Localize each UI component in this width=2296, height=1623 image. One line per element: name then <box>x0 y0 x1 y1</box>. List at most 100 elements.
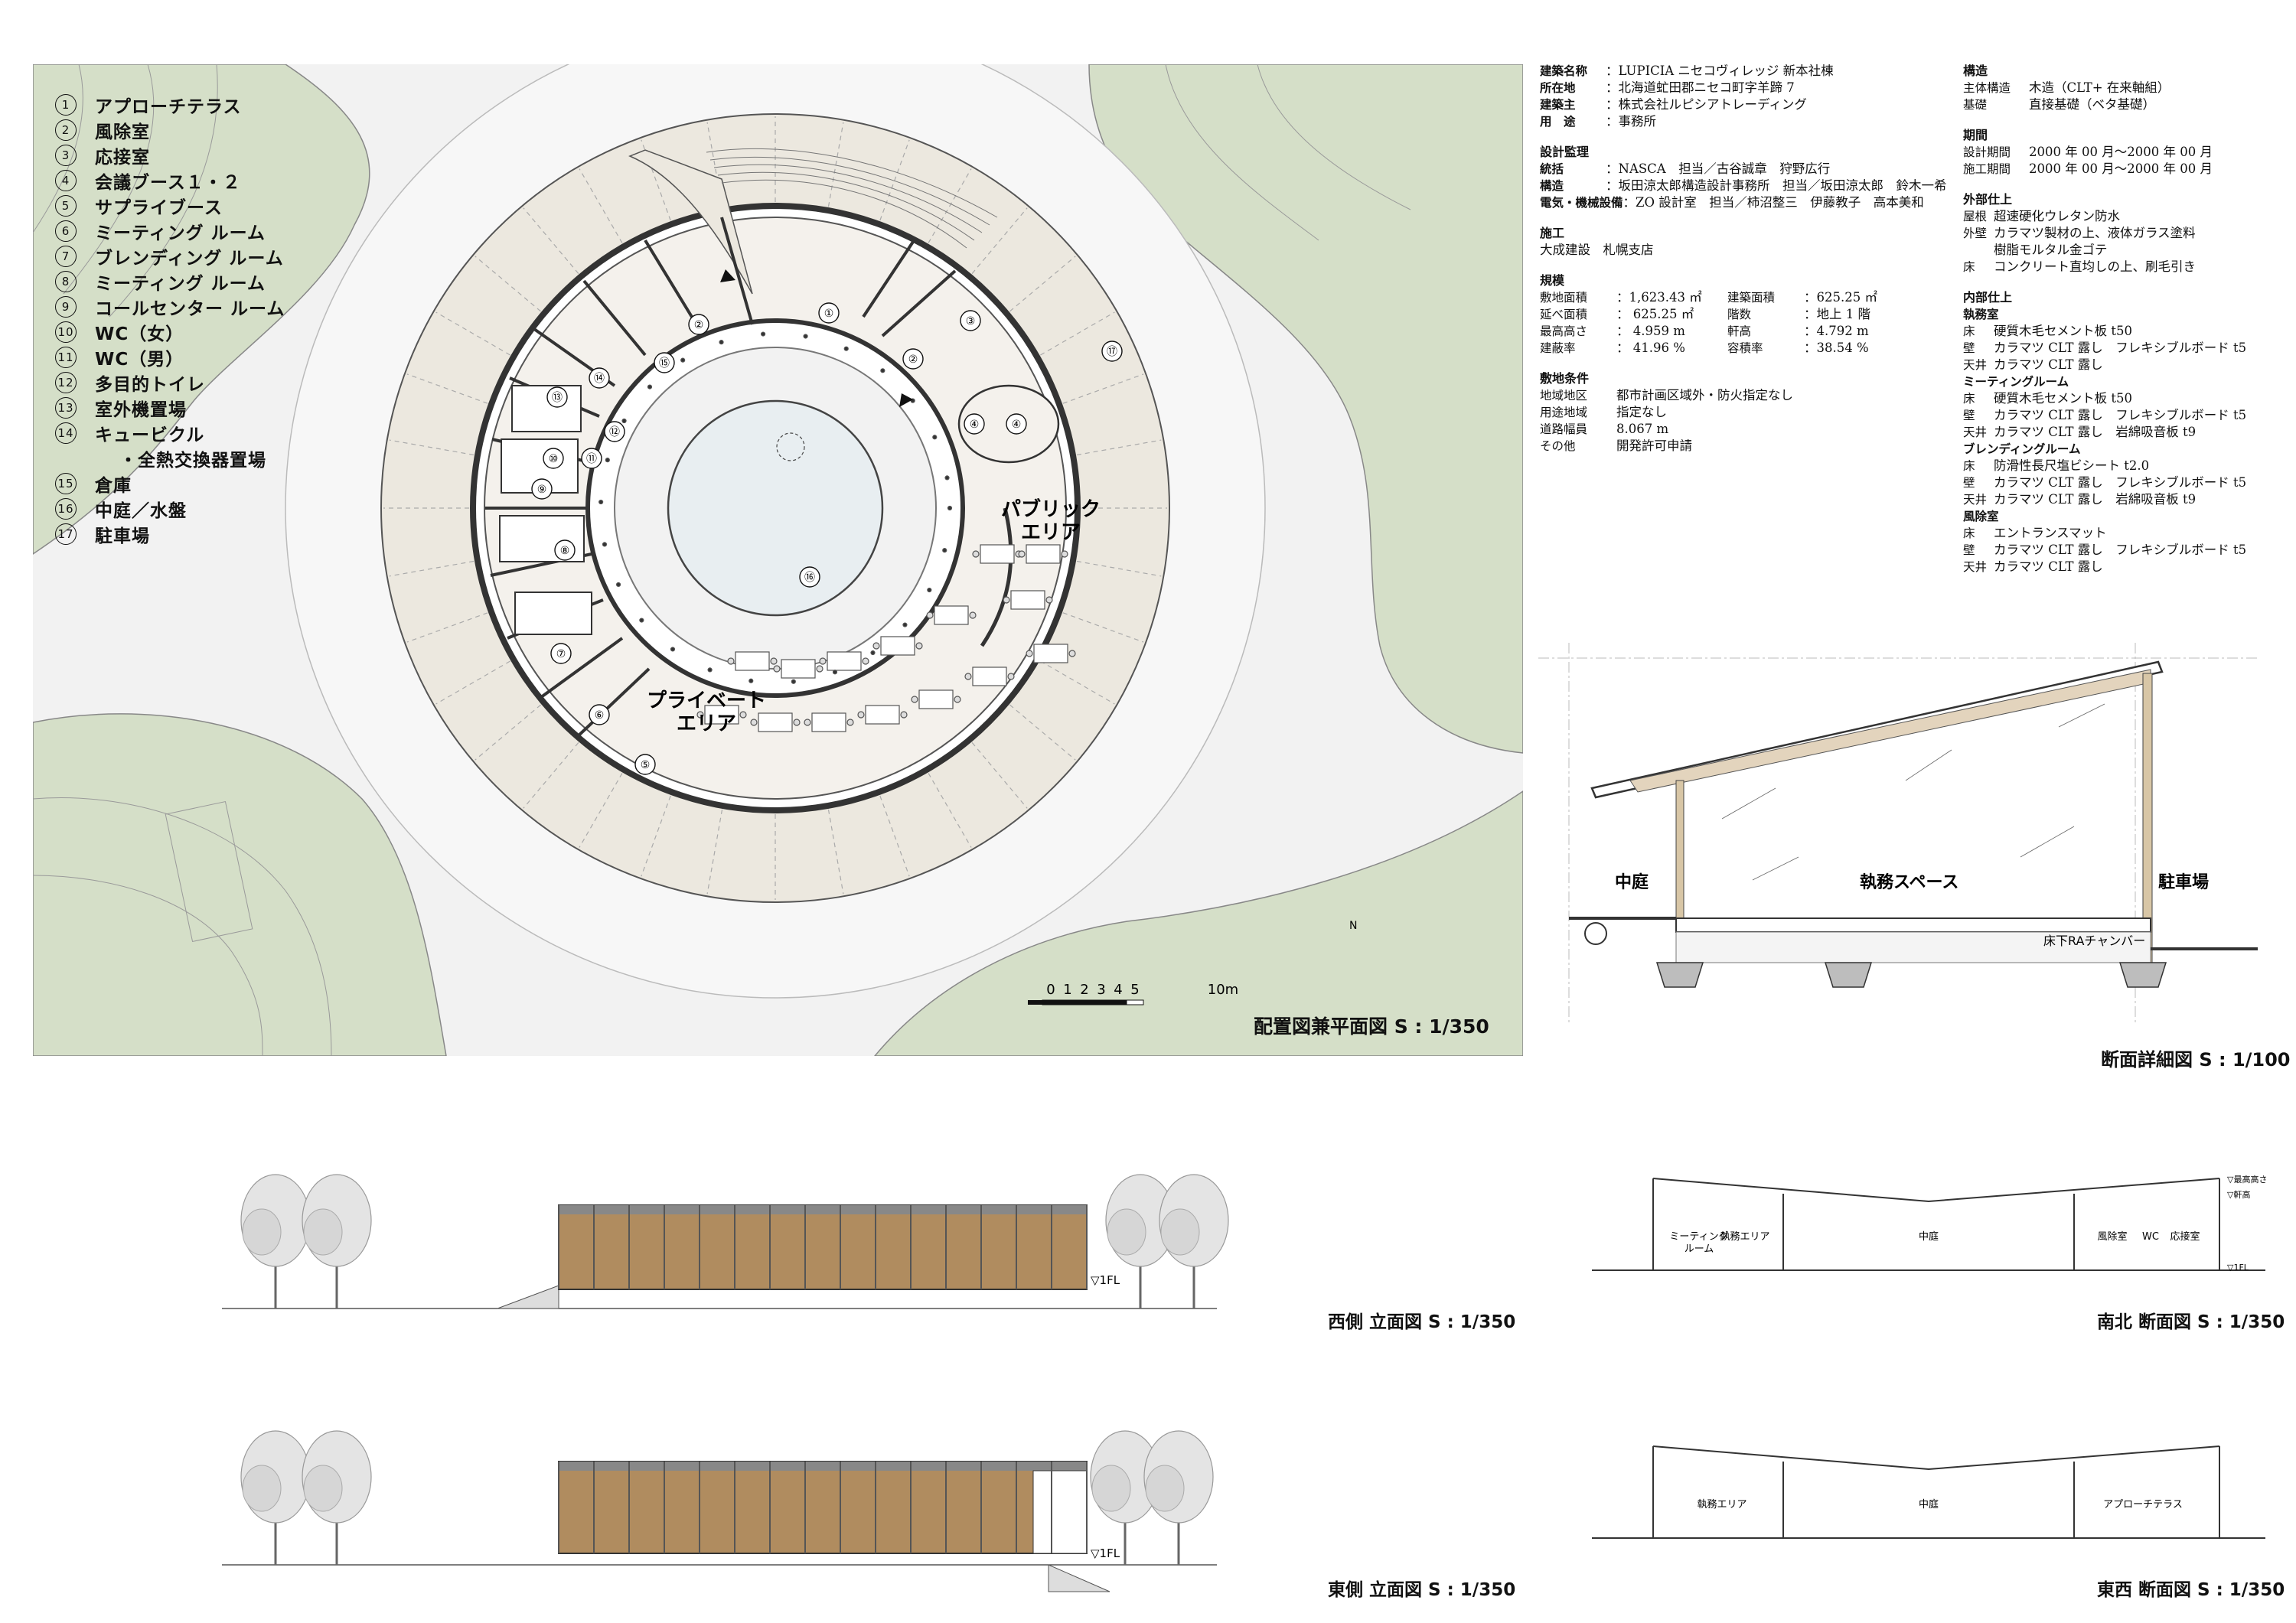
spec-key: 基礎 <box>1963 98 1988 112</box>
parking-stall-line <box>1076 439 1162 456</box>
west-elevation: ▽1FL 西側 立面図 S : 1/350 <box>191 1133 1515 1332</box>
spec-value: ：4.792 m <box>1804 324 1869 338</box>
parking-stall-line <box>406 612 488 643</box>
svg-text:⑫: ⑫ <box>609 426 620 438</box>
svg-text:④: ④ <box>1012 419 1022 431</box>
parking-stall-line <box>523 742 579 809</box>
fl-marker-east: ▽1FL <box>1091 1546 1120 1560</box>
spec-subheading: ブレンディングルーム <box>1963 442 2081 456</box>
spec-row: 天井カラマツ CLT 露し 岩綿吸音板 t9 <box>1963 491 2285 508</box>
spec-key: 壁 <box>1963 409 1975 422</box>
water-basin <box>667 399 884 617</box>
svg-text:②: ② <box>694 319 704 331</box>
svg-text:⑦: ⑦ <box>556 648 566 660</box>
courtyard-post <box>602 542 608 547</box>
spec-row: 構造：坂田涼太郎構造設計事務所 担当／坂田涼太郎 鈴木一希 <box>1540 178 1953 194</box>
room-number-mark: ⑬ <box>546 386 568 408</box>
roof-fascia <box>559 1205 1087 1214</box>
scale-row: 延べ面積： 625.25 ㎡ <box>1540 306 1727 323</box>
parking-stall-line <box>706 122 723 207</box>
spec-key: その他 <box>1540 439 1576 453</box>
spec-row: 統括：NASCA 担当／古谷誠章 狩野広行 <box>1540 161 1953 178</box>
svg-text:⑥: ⑥ <box>595 709 605 722</box>
scale-segment <box>1126 999 1144 1005</box>
legend-label: サプライブース <box>95 197 223 218</box>
room-number-mark: ⑥ <box>589 704 610 725</box>
design-title: 設計監理 <box>1540 145 1590 159</box>
spec-value: ：1,623.43 ㎡ <box>1616 290 1702 305</box>
parking-stall-line <box>389 560 475 577</box>
roof-line <box>1652 1178 2220 1203</box>
parking-stall-line <box>706 809 723 895</box>
parking-stall-line <box>435 660 510 705</box>
spec-value: ：LUPICIA ニセコヴィレッジ 新本社棟 <box>1606 64 1834 78</box>
chair <box>1003 596 1010 604</box>
scale-row: 建蔽率： 41.96 % <box>1540 340 1727 357</box>
parking-stall-line <box>406 373 488 404</box>
chair <box>1007 673 1015 680</box>
public-area-label: パブリックエリア <box>1001 497 1101 544</box>
spec-value: 木造（CLT+ 在来軸組） <box>2029 80 2170 95</box>
spec-row: 床硬質木毛セメント板 t50 <box>1963 390 2285 407</box>
legend-label: ブレンディング ルーム <box>95 248 284 269</box>
desk <box>735 651 770 671</box>
chair <box>816 665 823 673</box>
svg-text:④: ④ <box>970 419 980 431</box>
svg-text:⑩: ⑩ <box>549 453 559 465</box>
section-room-label: WC <box>2142 1231 2159 1243</box>
slope <box>497 1285 559 1309</box>
underfloor-chamber <box>1675 931 2151 963</box>
legend-number: 15 <box>55 472 77 494</box>
basin-fountain <box>776 432 805 461</box>
parking-stall-line <box>928 168 972 243</box>
project-data-column-1: 建築名称：LUPICIA ニセコヴィレッジ 新本社棟所在地：北海道虻田郡ニセコ町… <box>1540 63 1953 455</box>
spec-value: カラマツ CLT 露し フレキシブルボード t5 <box>1994 408 2247 422</box>
section-room-label: 中庭 <box>1919 1498 1939 1511</box>
ew-section-drawing: 執務エリア中庭アプローチテラス <box>1592 1445 2265 1539</box>
spec-key: 天井 <box>1963 425 1988 439</box>
legend-label: ミーティング ルーム <box>95 223 266 243</box>
spec-value: ： 625.25 ㎡ <box>1616 307 1694 321</box>
spec-row: 電気・機械設備：ZO 設計室 担当／柿沼整三 伊藤教子 高本美和 <box>1540 194 1953 211</box>
svg-text:①: ① <box>824 308 834 320</box>
courtyard-post <box>748 678 754 683</box>
floor-slab <box>1675 917 2151 933</box>
facade-east <box>558 1461 1088 1554</box>
scale-tick-label: 4 <box>1114 982 1122 998</box>
parking-stall-line <box>971 742 1028 809</box>
parking-stall-line <box>1062 612 1144 643</box>
spec-key: 統括 <box>1540 162 1564 176</box>
spec-value: カラマツ CLT 露し 岩綿吸音板 t9 <box>1994 492 2197 507</box>
spec-value: 開発許可申請 <box>1616 438 1692 453</box>
legend-label: ミーティング ルーム <box>95 273 266 294</box>
parking-stall-line <box>475 704 541 761</box>
spec-row: その他 開発許可申請 <box>1540 438 1953 455</box>
legend-number: 2 <box>55 119 77 141</box>
trees <box>240 1174 1229 1309</box>
spec-row: 壁カラマツ CLT 露し フレキシブルボード t5 <box>1963 340 2285 357</box>
legend-item: ・全熱交換器置場 <box>55 445 331 471</box>
spec-row: 壁 カラマツ CLT 露し フレキシブルボード t5 <box>1963 407 2285 424</box>
parking-stalls <box>383 116 1167 900</box>
drain-pipe <box>1584 922 1607 945</box>
spec-value: 硬質木毛セメント板 t50 <box>1994 324 2133 338</box>
desk <box>918 689 954 709</box>
spec-key: 天井 <box>1963 358 1988 372</box>
svg-text:⑧: ⑧ <box>560 545 570 557</box>
courtyard-post <box>944 475 950 481</box>
chair <box>739 711 747 719</box>
courtyard-post <box>791 679 796 684</box>
chair <box>773 665 781 673</box>
room-7 <box>514 592 592 635</box>
ew-section: 執務エリア中庭アプローチテラス 東西 断面図 S : 1/350 <box>1561 1416 2288 1600</box>
detail-section: 中庭 執務スペース 駐車場 床下RAチャンバー 断面詳細図 S : 1/100 <box>1523 627 2291 1071</box>
spec-row: 建築主：株式会社ルピシアトレーディング <box>1540 96 1953 113</box>
legend-label: 会議ブース１・２ <box>95 172 241 193</box>
courtyard-post <box>719 340 724 345</box>
